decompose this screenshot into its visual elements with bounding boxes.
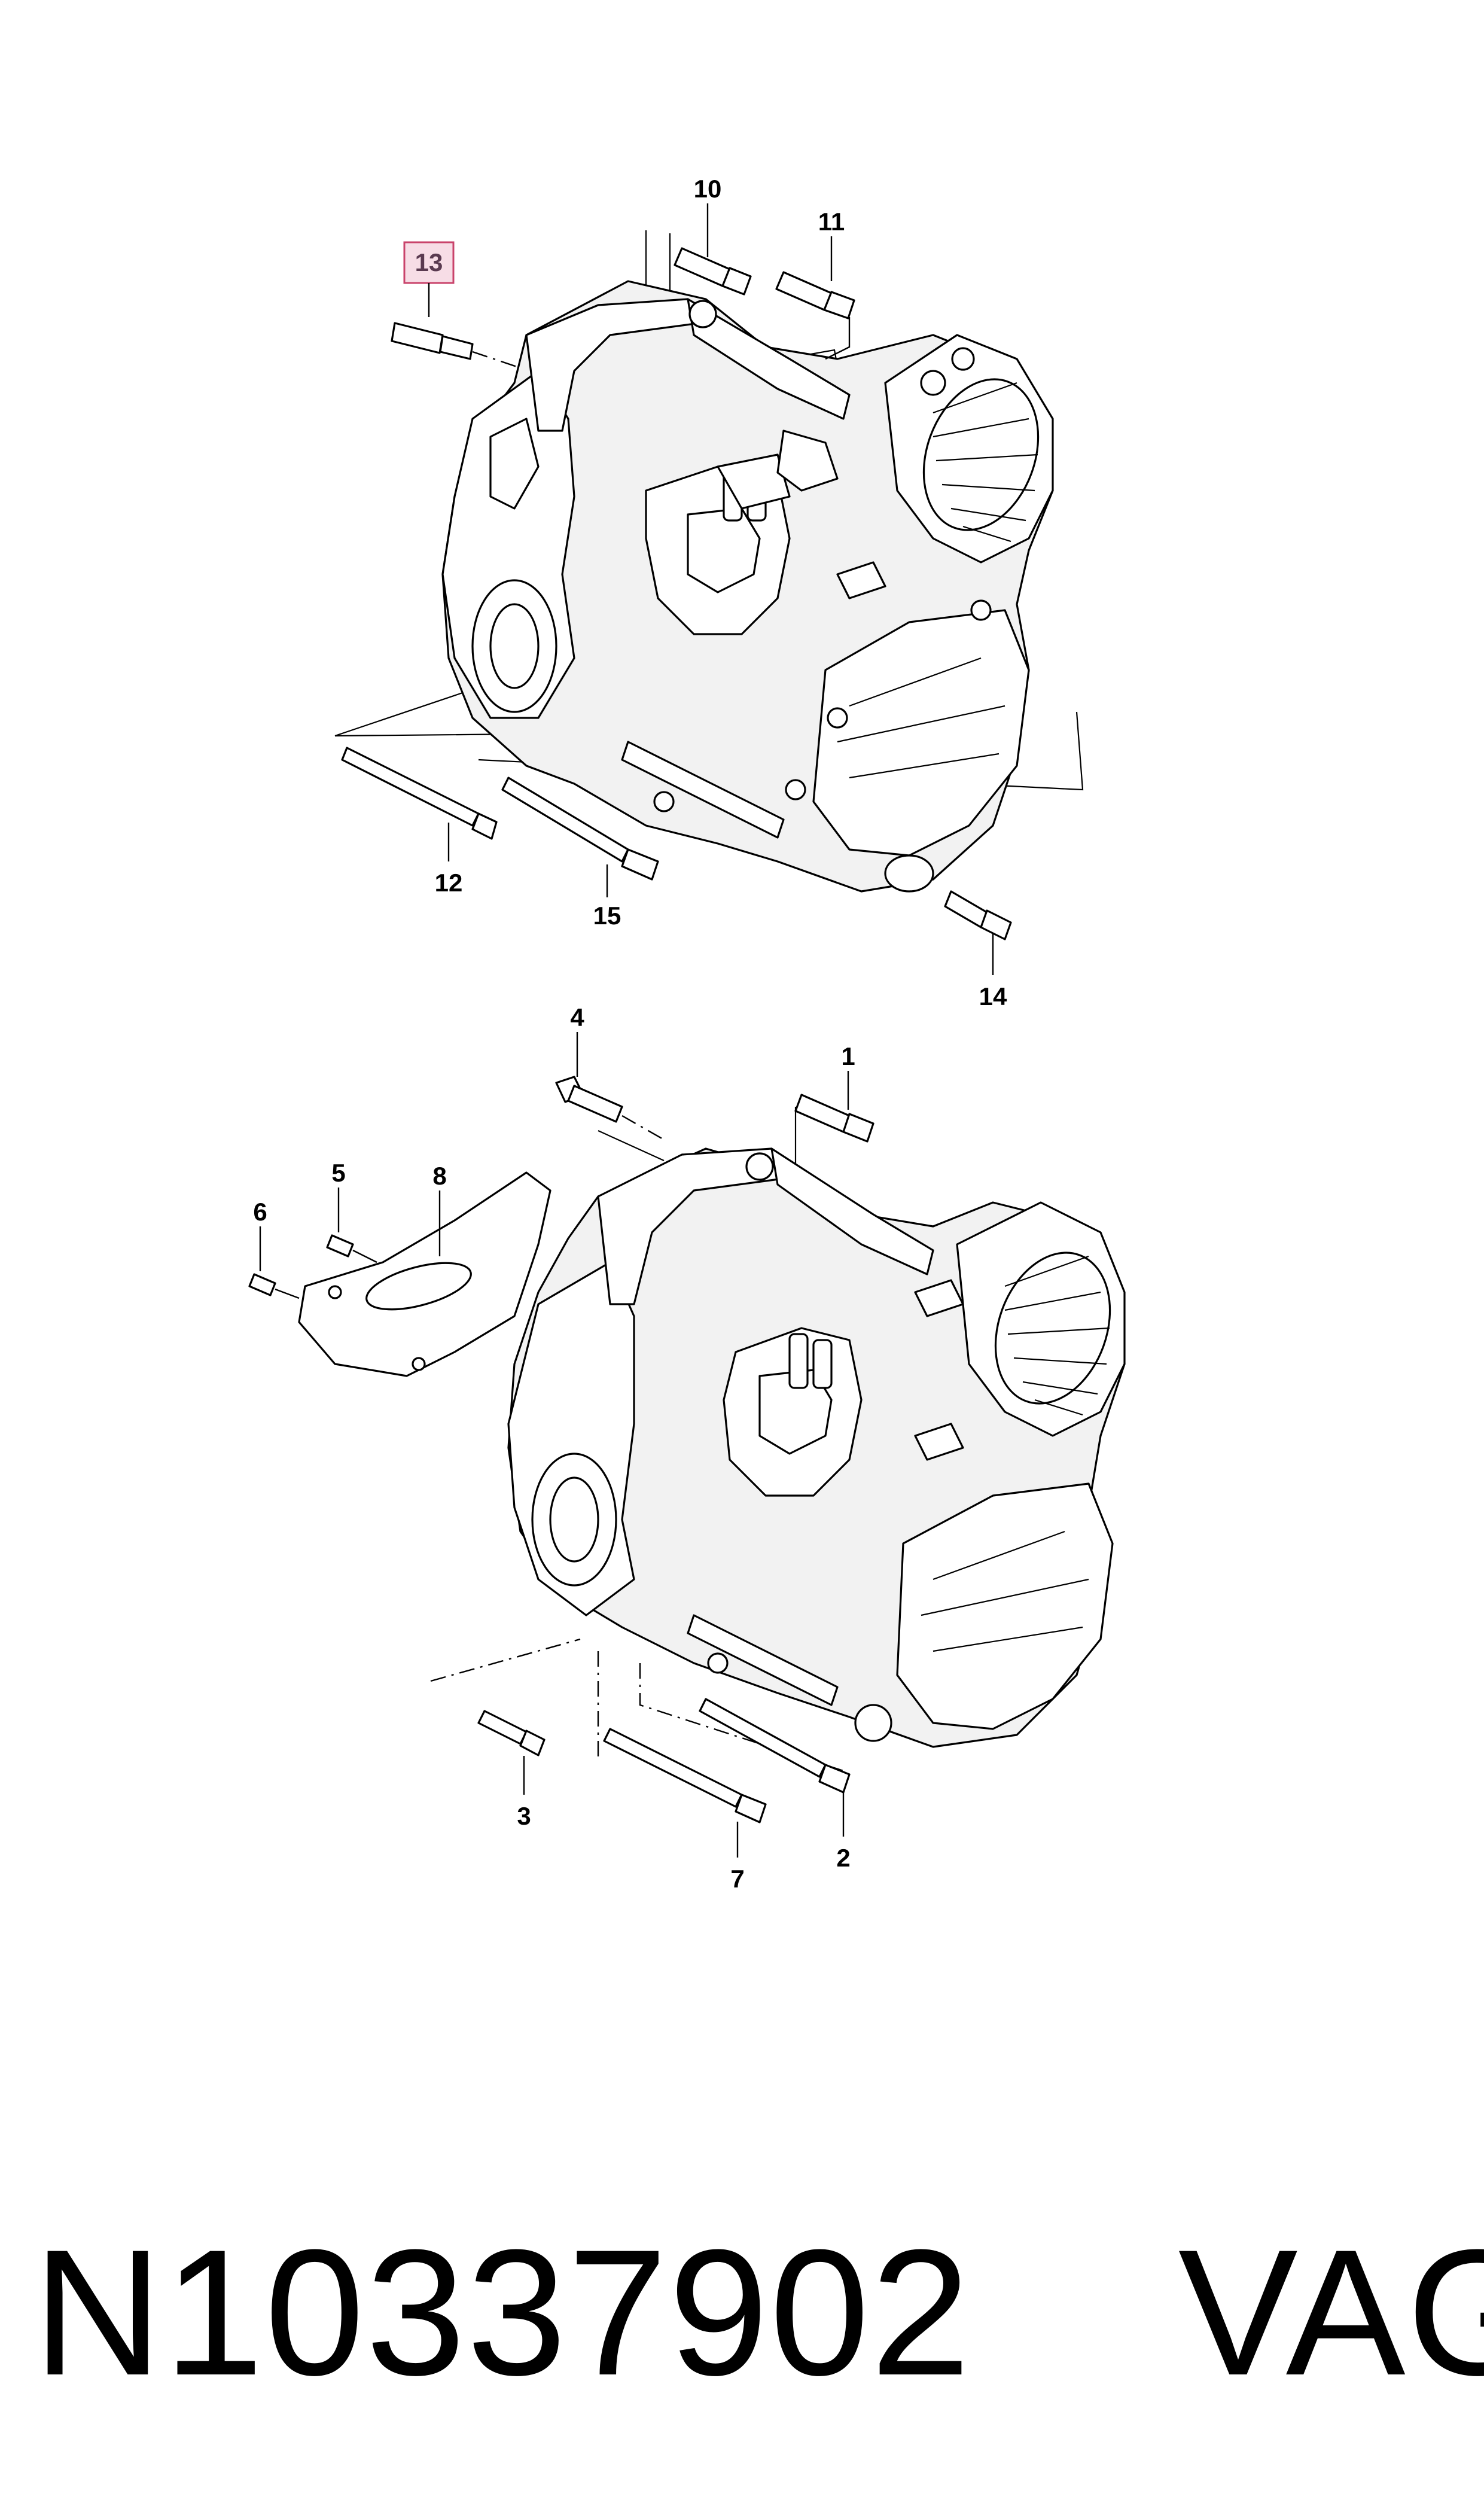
- bolt-7: [603, 1728, 767, 1823]
- bolt-5: [326, 1234, 377, 1263]
- bolt-12: [341, 747, 498, 840]
- bolt-6: [248, 1273, 300, 1299]
- callout-14[interactable]: 14: [979, 982, 1007, 1010]
- gearbox-top: [334, 230, 1084, 893]
- callout-2[interactable]: 2: [836, 1844, 850, 1872]
- bolt-15: [501, 777, 659, 881]
- footer-caption: N10337902 VAG: [33, 2212, 1484, 2413]
- bolt-14: [944, 890, 1012, 940]
- callout-13-highlight: [403, 241, 455, 284]
- callout-7[interactable]: 7: [730, 1865, 744, 1893]
- callout-5[interactable]: 5: [331, 1159, 345, 1187]
- callout-11[interactable]: 11: [818, 208, 845, 236]
- callout-13[interactable]: 13: [415, 248, 443, 276]
- callout-15[interactable]: 15: [593, 902, 621, 930]
- bolt-2: [699, 1698, 851, 1794]
- gearbox-bottom: [430, 1107, 1126, 1772]
- bolt-13: [391, 322, 521, 369]
- brand-name: VAG: [1178, 2212, 1484, 2413]
- cover-plate-8: [298, 1171, 551, 1377]
- callout-12[interactable]: 12: [435, 869, 463, 897]
- callout-4[interactable]: 4: [570, 1003, 584, 1031]
- bolt-10: [674, 247, 752, 296]
- bolt-3: [477, 1710, 546, 1756]
- callout-6[interactable]: 6: [253, 1198, 267, 1226]
- callout-8[interactable]: 8: [432, 1162, 446, 1190]
- callout-1[interactable]: 1: [841, 1042, 855, 1070]
- bolt-4: [555, 1076, 665, 1141]
- bolt-11: [775, 271, 855, 360]
- bolt-1: [794, 1094, 874, 1143]
- callout-3[interactable]: 3: [517, 1802, 531, 1830]
- callout-10[interactable]: 10: [694, 175, 722, 203]
- part-number: N10337902: [33, 2212, 972, 2413]
